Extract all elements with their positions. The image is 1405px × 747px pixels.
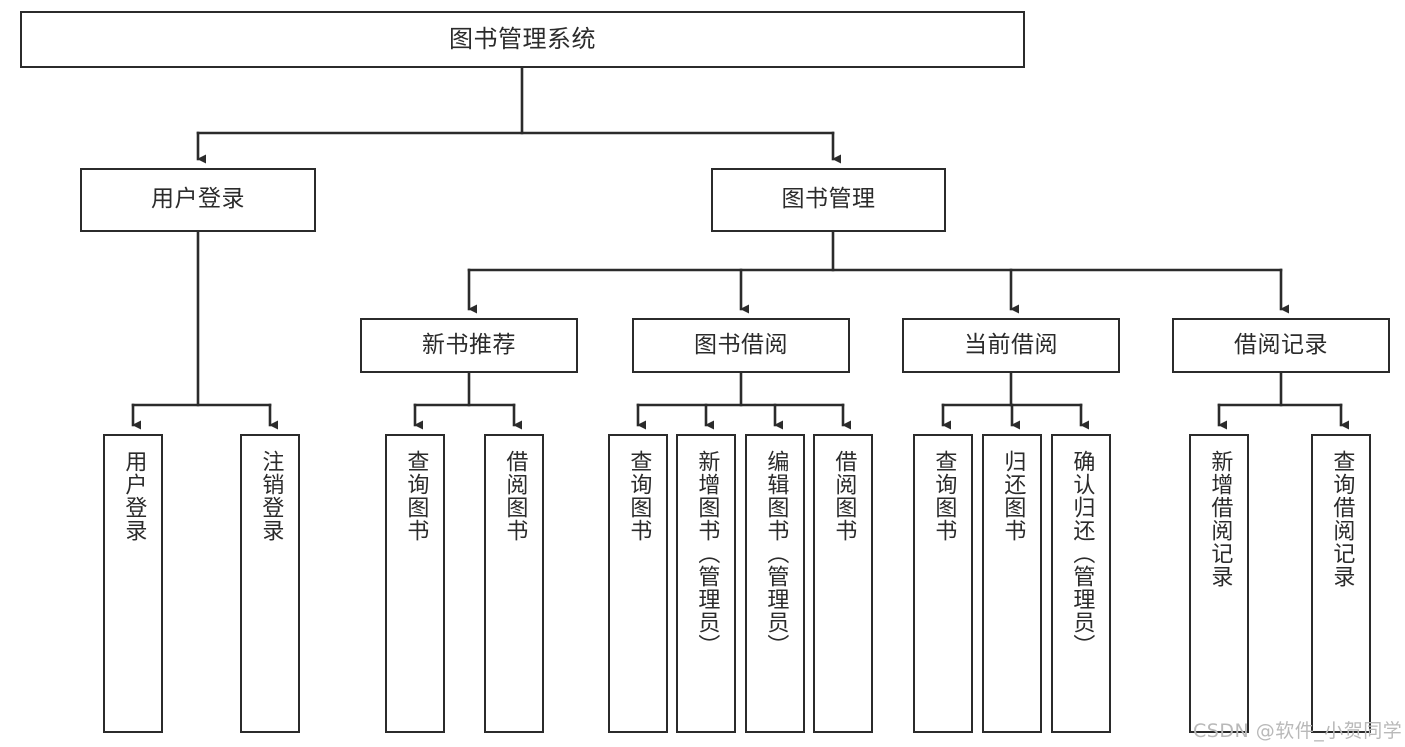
node-root[interactable]: 图书管理系统: [20, 11, 1025, 68]
node-current-borrow[interactable]: 当前借阅: [902, 318, 1120, 373]
leaf-logout-label: 注销登录: [258, 450, 284, 542]
node-root-label: 图书管理系统: [449, 25, 596, 54]
node-book-management[interactable]: 图书管理: [711, 168, 946, 232]
leaf-confirm-return-admin[interactable]: 确认归还（管理员）: [1051, 434, 1111, 733]
leaf-query-book-current[interactable]: 查询图书: [913, 434, 973, 733]
node-book-management-label: 图书管理: [781, 186, 876, 213]
leaf-user-login-label: 用户登录: [121, 450, 147, 542]
leaf-query-book-current-label: 查询图书: [931, 450, 957, 542]
leaf-query-book-borrow[interactable]: 查询图书: [608, 434, 668, 733]
leaf-return-book[interactable]: 归还图书: [982, 434, 1042, 733]
leaf-add-borrow-record-label: 新增借阅记录: [1207, 450, 1233, 588]
node-new-book-recommend-label: 新书推荐: [422, 331, 516, 358]
leaf-logout[interactable]: 注销登录: [240, 434, 300, 733]
node-user-login[interactable]: 用户登录: [80, 168, 316, 232]
leaf-borrow-book[interactable]: 借阅图书: [813, 434, 873, 733]
leaf-add-book-admin-label: 新增图书（管理员）: [694, 450, 720, 657]
csdn-watermark: CSDN @软件_小贺同学: [1193, 720, 1403, 742]
node-new-book-recommend[interactable]: 新书推荐: [360, 318, 578, 373]
leaf-user-login[interactable]: 用户登录: [103, 434, 163, 733]
node-borrow-record-label: 借阅记录: [1234, 331, 1328, 358]
node-user-login-label: 用户登录: [151, 186, 245, 213]
leaf-query-book-recommend-label: 查询图书: [403, 450, 429, 542]
leaf-borrow-book-recommend[interactable]: 借阅图书: [484, 434, 544, 733]
leaf-query-book-recommend[interactable]: 查询图书: [385, 434, 445, 733]
node-borrow-record[interactable]: 借阅记录: [1172, 318, 1390, 373]
node-current-borrow-label: 当前借阅: [964, 331, 1058, 358]
leaf-edit-book-admin[interactable]: 编辑图书（管理员）: [745, 434, 805, 733]
leaf-borrow-book-recommend-label: 借阅图书: [502, 450, 528, 542]
leaf-add-book-admin[interactable]: 新增图书（管理员）: [676, 434, 736, 733]
leaf-query-borrow-record-label: 查询借阅记录: [1329, 450, 1355, 588]
node-book-borrow[interactable]: 图书借阅: [632, 318, 850, 373]
node-book-borrow-label: 图书借阅: [694, 331, 788, 358]
leaf-add-borrow-record[interactable]: 新增借阅记录: [1189, 434, 1249, 733]
leaf-query-book-borrow-label: 查询图书: [626, 450, 652, 542]
leaf-query-borrow-record[interactable]: 查询借阅记录: [1311, 434, 1371, 733]
leaf-borrow-book-label: 借阅图书: [831, 450, 857, 542]
leaf-edit-book-admin-label: 编辑图书（管理员）: [763, 450, 789, 657]
leaf-confirm-return-admin-label: 确认归还（管理员）: [1069, 450, 1095, 657]
leaf-return-book-label: 归还图书: [1000, 450, 1026, 542]
